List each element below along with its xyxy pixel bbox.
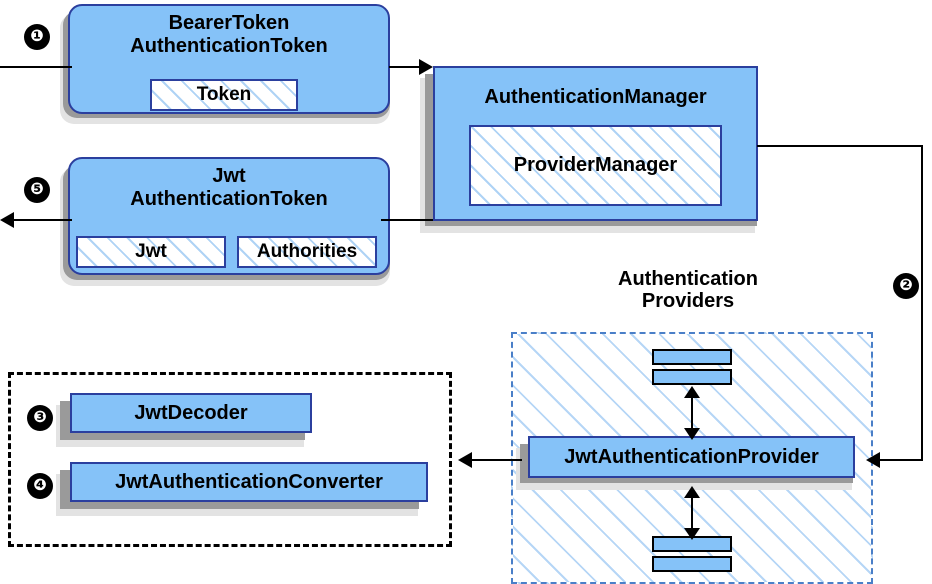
node-provider-manager[interactable]: ProviderManager [469,125,722,206]
step-marker-1-label: ❶ [30,28,44,45]
arrowhead-provider-up-down [684,428,700,440]
connector-request-in [0,66,72,68]
arrowhead-token-to-manager [419,59,433,75]
step-marker-4: ❹ [27,473,53,499]
step-marker-3: ❸ [27,405,53,431]
jwt-token-title-line1: Jwt [212,165,246,187]
bearer-token-title-line1: BearerToken [168,12,290,34]
node-jwt-decoder[interactable]: JwtDecoder [70,393,312,433]
connector-manager-out [757,145,923,147]
node-jwt-token-inner-jwt[interactable]: Jwt [76,236,226,268]
node-jwt-authentication-provider[interactable]: JwtAuthenticationProvider [528,436,855,478]
arrowhead-provider-up [684,386,700,398]
bearer-token-title-line2: AuthenticationToken [130,35,328,57]
connector-provider-up-shaft [691,395,693,433]
jwt-authentication-provider-label: JwtAuthenticationProvider [564,445,819,468]
step-marker-4-label: ❹ [33,477,47,494]
connector-token-to-manager [389,66,425,68]
bearer-token-inner-label: Token [196,84,252,105]
jwt-token-inner-authorities-label: Authorities [256,241,358,262]
step-marker-2-label: ❷ [899,277,913,294]
jwt-support-group [8,372,452,547]
step-marker-1: ❶ [24,24,50,50]
connector-provider-to-support [470,459,522,461]
step-marker-2: ❷ [893,273,919,299]
jwt-token-inner-jwt-label: Jwt [135,241,167,262]
connector-result-out [10,219,72,221]
jwt-authentication-converter-label: JwtAuthenticationConverter [115,470,383,493]
arrowhead-result-out [0,212,14,228]
arrowhead-step2-to-provider [866,452,880,468]
authentication-providers-label: Authentication Providers [600,268,776,313]
jwt-token-title-line2: AuthenticationToken [130,188,328,210]
authentication-providers-label-line2: Providers [641,290,735,313]
connector-step2-to-provider [878,459,923,461]
authentication-manager-title: AuthenticationManager [484,86,707,108]
provider-bar-top-2 [652,369,732,385]
node-jwt-token-inner-authorities[interactable]: Authorities [237,236,377,268]
arrowhead-provider-to-support [458,452,472,468]
provider-manager-label: ProviderManager [513,154,678,176]
provider-bar-bottom-2 [652,556,732,572]
connector-manager-to-jwt-token [381,219,433,221]
provider-bar-top-1 [652,349,732,365]
connector-step2-vertical [921,145,923,460]
step-marker-5-label: ❺ [30,181,44,198]
jwt-decoder-label: JwtDecoder [134,401,248,424]
node-bearer-token-inner-token[interactable]: Token [150,79,298,111]
arrowhead-provider-down [684,528,700,540]
connector-provider-down-shaft [691,495,693,533]
step-marker-5: ❺ [24,177,50,203]
node-bearer-token-authentication-token[interactable]: BearerToken AuthenticationToken [68,4,390,114]
arrowhead-provider-down-up [684,486,700,498]
step-marker-3-label: ❸ [33,409,47,426]
node-jwt-authentication-converter[interactable]: JwtAuthenticationConverter [70,462,428,502]
authentication-providers-label-line1: Authentication [618,268,758,290]
